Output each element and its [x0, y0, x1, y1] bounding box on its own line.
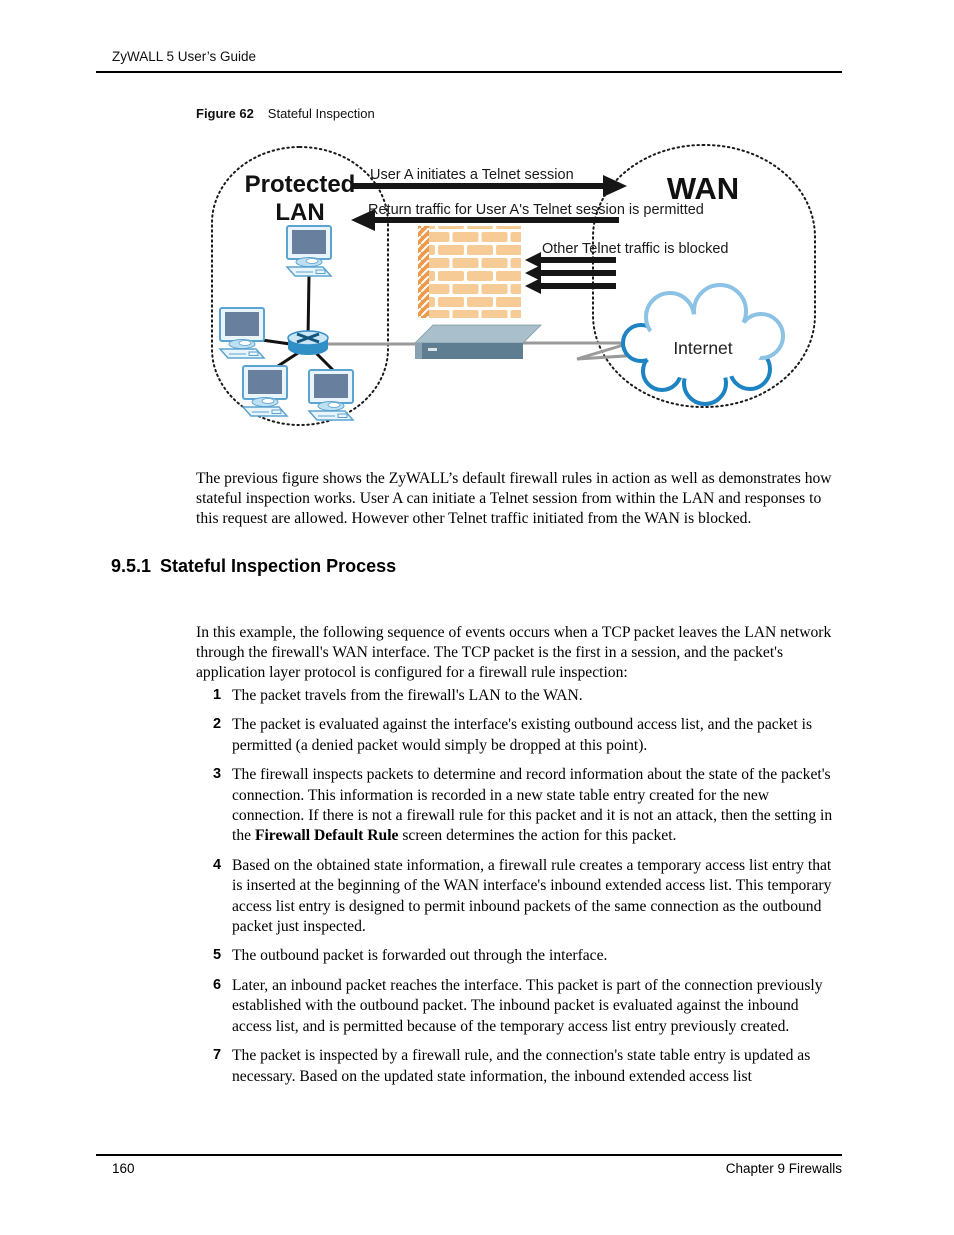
- step-text: The packet is inspected by a firewall ru…: [232, 1047, 811, 1085]
- step-text: The outbound packet is forwarded out thr…: [232, 947, 608, 965]
- lan-title-line2: LAN: [275, 199, 324, 226]
- step-text-bold-segment: Firewall Default Rule: [254, 827, 399, 845]
- footer-divider: [96, 1154, 842, 1156]
- numbered-step-list: 1 The packet travels from the firewall's…: [196, 686, 842, 1096]
- step-text: The packet is evaluated against the inte…: [232, 716, 813, 754]
- computer-icon: [242, 365, 288, 417]
- step-text: Later, an inbound packet reaches the int…: [232, 976, 823, 1035]
- computer-icon: [219, 307, 265, 359]
- arrow-telnet-session-icon: [353, 175, 627, 197]
- figure-caption-label: Figure 62: [196, 106, 254, 121]
- step-number: 1: [213, 687, 222, 703]
- internet-label: Internet: [673, 338, 732, 358]
- footer-chapter-label: Chapter 9 Firewalls: [725, 1161, 842, 1176]
- hub-icon: [287, 330, 329, 355]
- step-number: 3: [213, 766, 222, 783]
- lan-cable: [306, 275, 311, 339]
- blocked-traffic-label: Other Telnet traffic is blocked: [542, 241, 728, 257]
- arrow-blocked-traffic-icon: [525, 252, 616, 294]
- lan-cable: [261, 338, 291, 346]
- header-divider: [96, 71, 842, 73]
- wan-title: WAN: [667, 171, 739, 206]
- section-number: 9.5.1: [111, 556, 152, 576]
- step-text: The packet travels from the firewall's L…: [232, 687, 583, 704]
- list-item: 5 The outbound packet is forwarded out t…: [196, 946, 842, 966]
- lan-title-line1: Protected: [245, 171, 356, 198]
- device-to-internet-line: [523, 341, 674, 361]
- section-heading: 9.5.1 Stateful Inspection Process: [111, 556, 396, 577]
- figure-caption: Figure 62 Stateful Inspection: [196, 106, 375, 121]
- step-number: 4: [213, 856, 222, 873]
- diagram-svg: Protected LAN WAN User A initiates a Tel…: [211, 144, 816, 426]
- section-title: Stateful Inspection Process: [160, 556, 397, 576]
- computer-icon: [286, 225, 332, 277]
- lan-cable: [312, 349, 337, 374]
- stateful-inspection-diagram: Protected LAN WAN User A initiates a Tel…: [205, 140, 820, 432]
- step-text-segment: screen determines the action for this pa…: [398, 827, 677, 845]
- step-text: The firewall inspects packets to determi…: [232, 765, 842, 847]
- step-number: 6: [213, 976, 222, 993]
- firewall-brick-wall-icon: [418, 226, 521, 318]
- list-item: 7 The packet is inspected by a firewall …: [196, 1046, 842, 1087]
- step-number: 7: [213, 1047, 222, 1064]
- arrow-telnet-session-label: User A initiates a Telnet session: [370, 167, 574, 183]
- step-number: 2: [213, 716, 222, 733]
- list-item: 6 Later, an inbound packet reaches the i…: [196, 976, 842, 1037]
- internet-cloud-icon: [621, 283, 785, 406]
- arrow-return-traffic-icon: [351, 209, 619, 231]
- list-item: 1 The packet travels from the firewall's…: [196, 686, 842, 706]
- intro-paragraph: The previous figure shows the ZyWALL’s d…: [196, 469, 832, 528]
- arrow-return-traffic-label: Return traffic for User A's Telnet sessi…: [368, 202, 704, 218]
- step-number: 5: [213, 947, 222, 964]
- step-text: Based on the obtained state information,…: [232, 856, 832, 936]
- page-header-title: ZyWALL 5 User’s Guide: [112, 49, 257, 64]
- list-item: 2 The packet is evaluated against the in…: [196, 715, 842, 756]
- footer-page-number: 160: [112, 1161, 135, 1176]
- list-item: 3 The firewall inspects packets to deter…: [196, 765, 842, 847]
- computer-icon: [308, 369, 354, 421]
- section-lead-paragraph: In this example, the following sequence …: [196, 623, 832, 682]
- list-item: 4 Based on the obtained state informatio…: [196, 856, 842, 938]
- step-text-segment: The firewall inspects packets to determi…: [232, 766, 833, 845]
- zywall-device-icon: [414, 324, 542, 359]
- figure-caption-title: Stateful Inspection: [267, 106, 375, 121]
- lan-boundary: [211, 146, 389, 426]
